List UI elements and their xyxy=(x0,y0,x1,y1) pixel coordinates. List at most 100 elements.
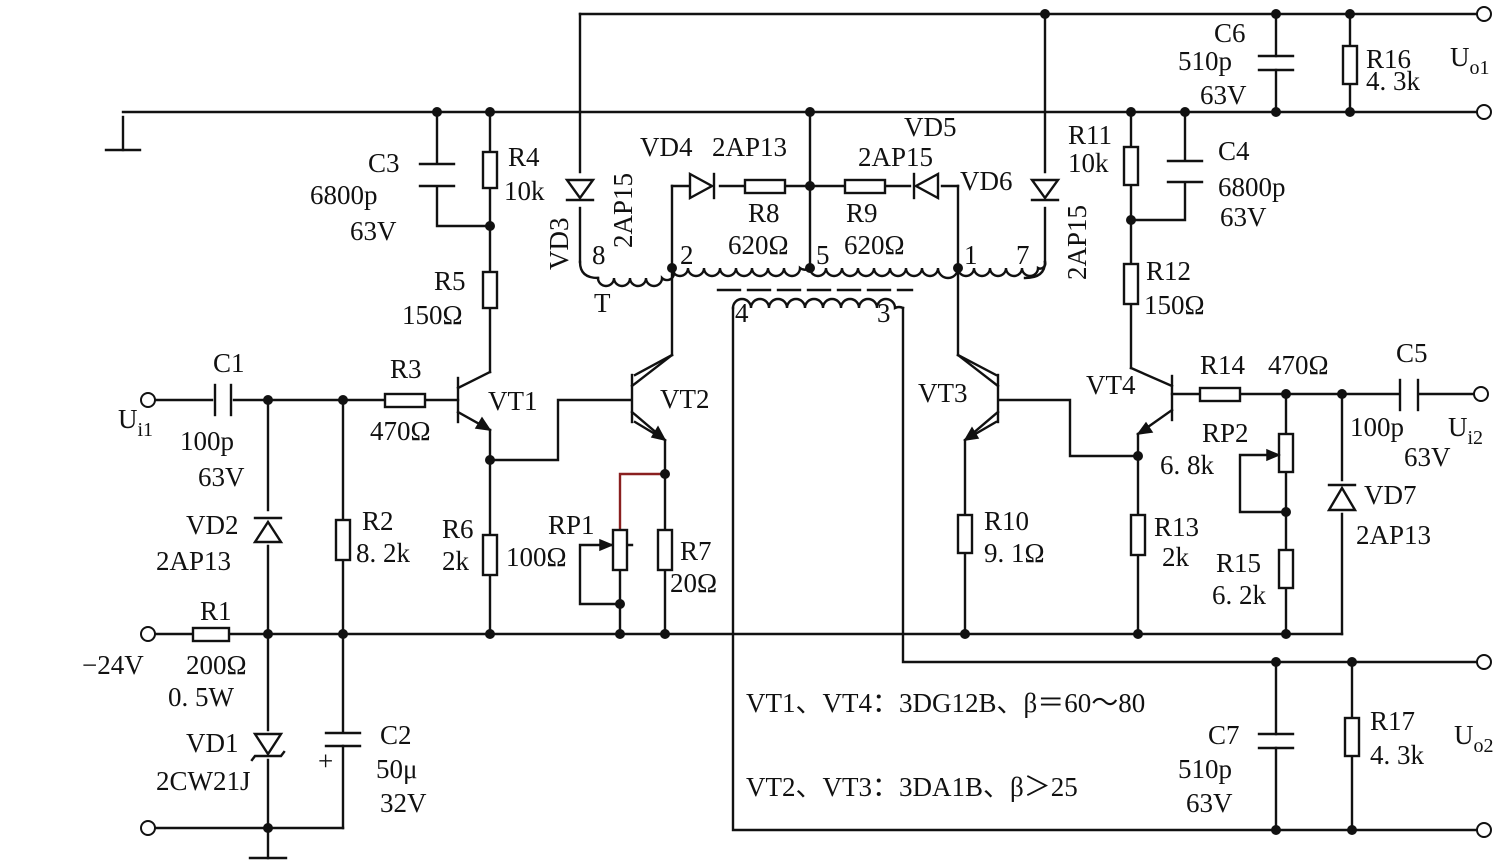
label-c2-voltage: 32V xyxy=(380,788,427,818)
label-c5-value: 100p xyxy=(1350,412,1404,442)
resistor-r5 xyxy=(481,270,499,310)
label-r4: R4 xyxy=(508,142,540,172)
label-r12-value: 150Ω xyxy=(1144,290,1205,320)
label-vd5: VD5 xyxy=(904,112,957,142)
resistor-r16 xyxy=(1341,44,1359,86)
label-vt1: VT1 xyxy=(488,386,538,416)
label-r5-value: 150Ω xyxy=(402,300,463,330)
label-r10-value: 9. 1Ω xyxy=(984,538,1045,568)
label-r11: R11 xyxy=(1068,120,1112,150)
label-r8: R8 xyxy=(748,198,780,228)
label-c5: C5 xyxy=(1396,338,1428,368)
label-r16: R16 xyxy=(1366,44,1411,74)
resistor-r6 xyxy=(481,533,499,577)
label-rp1-value: 100Ω xyxy=(506,542,567,572)
label-r17: R17 xyxy=(1370,706,1415,736)
rp1-wiper-arrow xyxy=(599,538,614,552)
capacitors xyxy=(213,54,1420,750)
note-line-2: VT2、VT3：3DA1B、β＞25 xyxy=(746,772,1078,802)
label-c4-voltage: 63V xyxy=(1220,202,1267,232)
label-pin4: 4 xyxy=(735,298,749,328)
resistor-r9 xyxy=(843,178,887,195)
resistor-r2 xyxy=(334,518,352,562)
label-r3: R3 xyxy=(390,354,422,384)
label-pin3: 3 xyxy=(877,298,891,328)
resistor-r13 xyxy=(1129,513,1147,557)
label-c6-voltage: 63V xyxy=(1200,80,1247,110)
label-vd2-value: 2AP13 xyxy=(156,546,231,576)
resistor-r15 xyxy=(1277,548,1295,590)
label-r4-value: 10k xyxy=(504,176,545,206)
label-r1: R1 xyxy=(200,596,232,626)
label-c6: C6 xyxy=(1214,18,1246,48)
terminal-ui2 xyxy=(1473,386,1489,402)
label-vd1-value: 2CW21J xyxy=(156,766,251,796)
label-c5-voltage: 63V xyxy=(1404,442,1451,472)
label-vd7: VD7 xyxy=(1364,480,1417,510)
label-c3-value: 6800p xyxy=(310,180,378,210)
label-r3-value: 470Ω xyxy=(370,416,431,446)
resistor-r8 xyxy=(743,178,787,195)
label-r5: R5 xyxy=(434,266,466,296)
label-vd7-value: 2AP13 xyxy=(1356,520,1431,550)
resistor-r10 xyxy=(956,513,974,555)
label-r10: R10 xyxy=(984,506,1029,536)
label-rp2: RP2 xyxy=(1202,418,1249,448)
label-vt3: VT3 xyxy=(918,378,968,408)
resistor-rp2 xyxy=(1277,432,1295,474)
label-r9-value: 620Ω xyxy=(844,230,905,260)
resistor-r7 xyxy=(656,528,674,572)
label-c7: C7 xyxy=(1208,720,1240,750)
label-c2-plus: + xyxy=(318,746,333,776)
label-r14: R14 xyxy=(1200,350,1246,380)
label-r6-value: 2k xyxy=(442,546,470,576)
label-r7-value: 20Ω xyxy=(670,568,717,598)
resistor-r3 xyxy=(383,392,427,409)
label-transformer: T xyxy=(594,288,611,318)
label-c6-value: 510p xyxy=(1178,46,1232,76)
transformer-t xyxy=(578,260,1047,310)
terminal-bottom-left xyxy=(140,820,156,836)
label-pin7: 7 xyxy=(1016,240,1030,270)
terminal-uo1-top xyxy=(1476,6,1492,22)
label-c2-value: 50μ xyxy=(376,754,417,784)
label-ui2: Ui2 xyxy=(1448,412,1483,449)
resistors xyxy=(191,44,1361,758)
label-r8-value: 620Ω xyxy=(728,230,789,260)
note-line-1: VT1、VT4：3DG12B、β＝60～80 xyxy=(746,688,1145,718)
label-r1-value: 200Ω xyxy=(186,650,247,680)
label-vd2: VD2 xyxy=(186,510,239,540)
rp2-wiper-arrow xyxy=(1266,448,1281,462)
resistor-rp1 xyxy=(611,528,629,572)
resistor-r11 xyxy=(1122,145,1140,187)
label-r15: R15 xyxy=(1216,548,1261,578)
label-uo2: Uo2 xyxy=(1454,720,1494,757)
terminal-neg24v xyxy=(140,626,156,642)
terminal-uo2-top xyxy=(1476,654,1492,670)
label-r16-value: 4. 3k xyxy=(1366,66,1421,96)
label-c3-voltage: 63V xyxy=(350,216,397,246)
label-vt2: VT2 xyxy=(660,384,710,414)
label-vd4-value: 2AP13 xyxy=(712,132,787,162)
resistor-r12 xyxy=(1122,262,1140,306)
label-ui1: Ui1 xyxy=(118,404,153,441)
resistor-r17 xyxy=(1343,716,1361,758)
label-vt4: VT4 xyxy=(1086,370,1136,400)
resistor-r1 xyxy=(191,626,231,643)
terminal-ui1 xyxy=(140,392,156,408)
label-r17-value: 4. 3k xyxy=(1370,740,1425,770)
label-vd4: VD4 xyxy=(640,132,693,162)
label-rp2-value: 6. 8k xyxy=(1160,450,1215,480)
junction-dots xyxy=(263,9,1357,835)
label-r15-value: 6. 2k xyxy=(1212,580,1267,610)
label-r6: R6 xyxy=(442,514,474,544)
label-r7: R7 xyxy=(680,536,712,566)
label-neg24v: −24V xyxy=(82,650,144,680)
label-c7-value: 510p xyxy=(1178,754,1232,784)
label-r1-power: 0. 5W xyxy=(168,682,235,712)
transistors xyxy=(456,353,1174,442)
label-r9: R9 xyxy=(846,198,878,228)
label-r14-value: 470Ω xyxy=(1268,350,1329,380)
label-rp1: RP1 xyxy=(548,510,595,540)
